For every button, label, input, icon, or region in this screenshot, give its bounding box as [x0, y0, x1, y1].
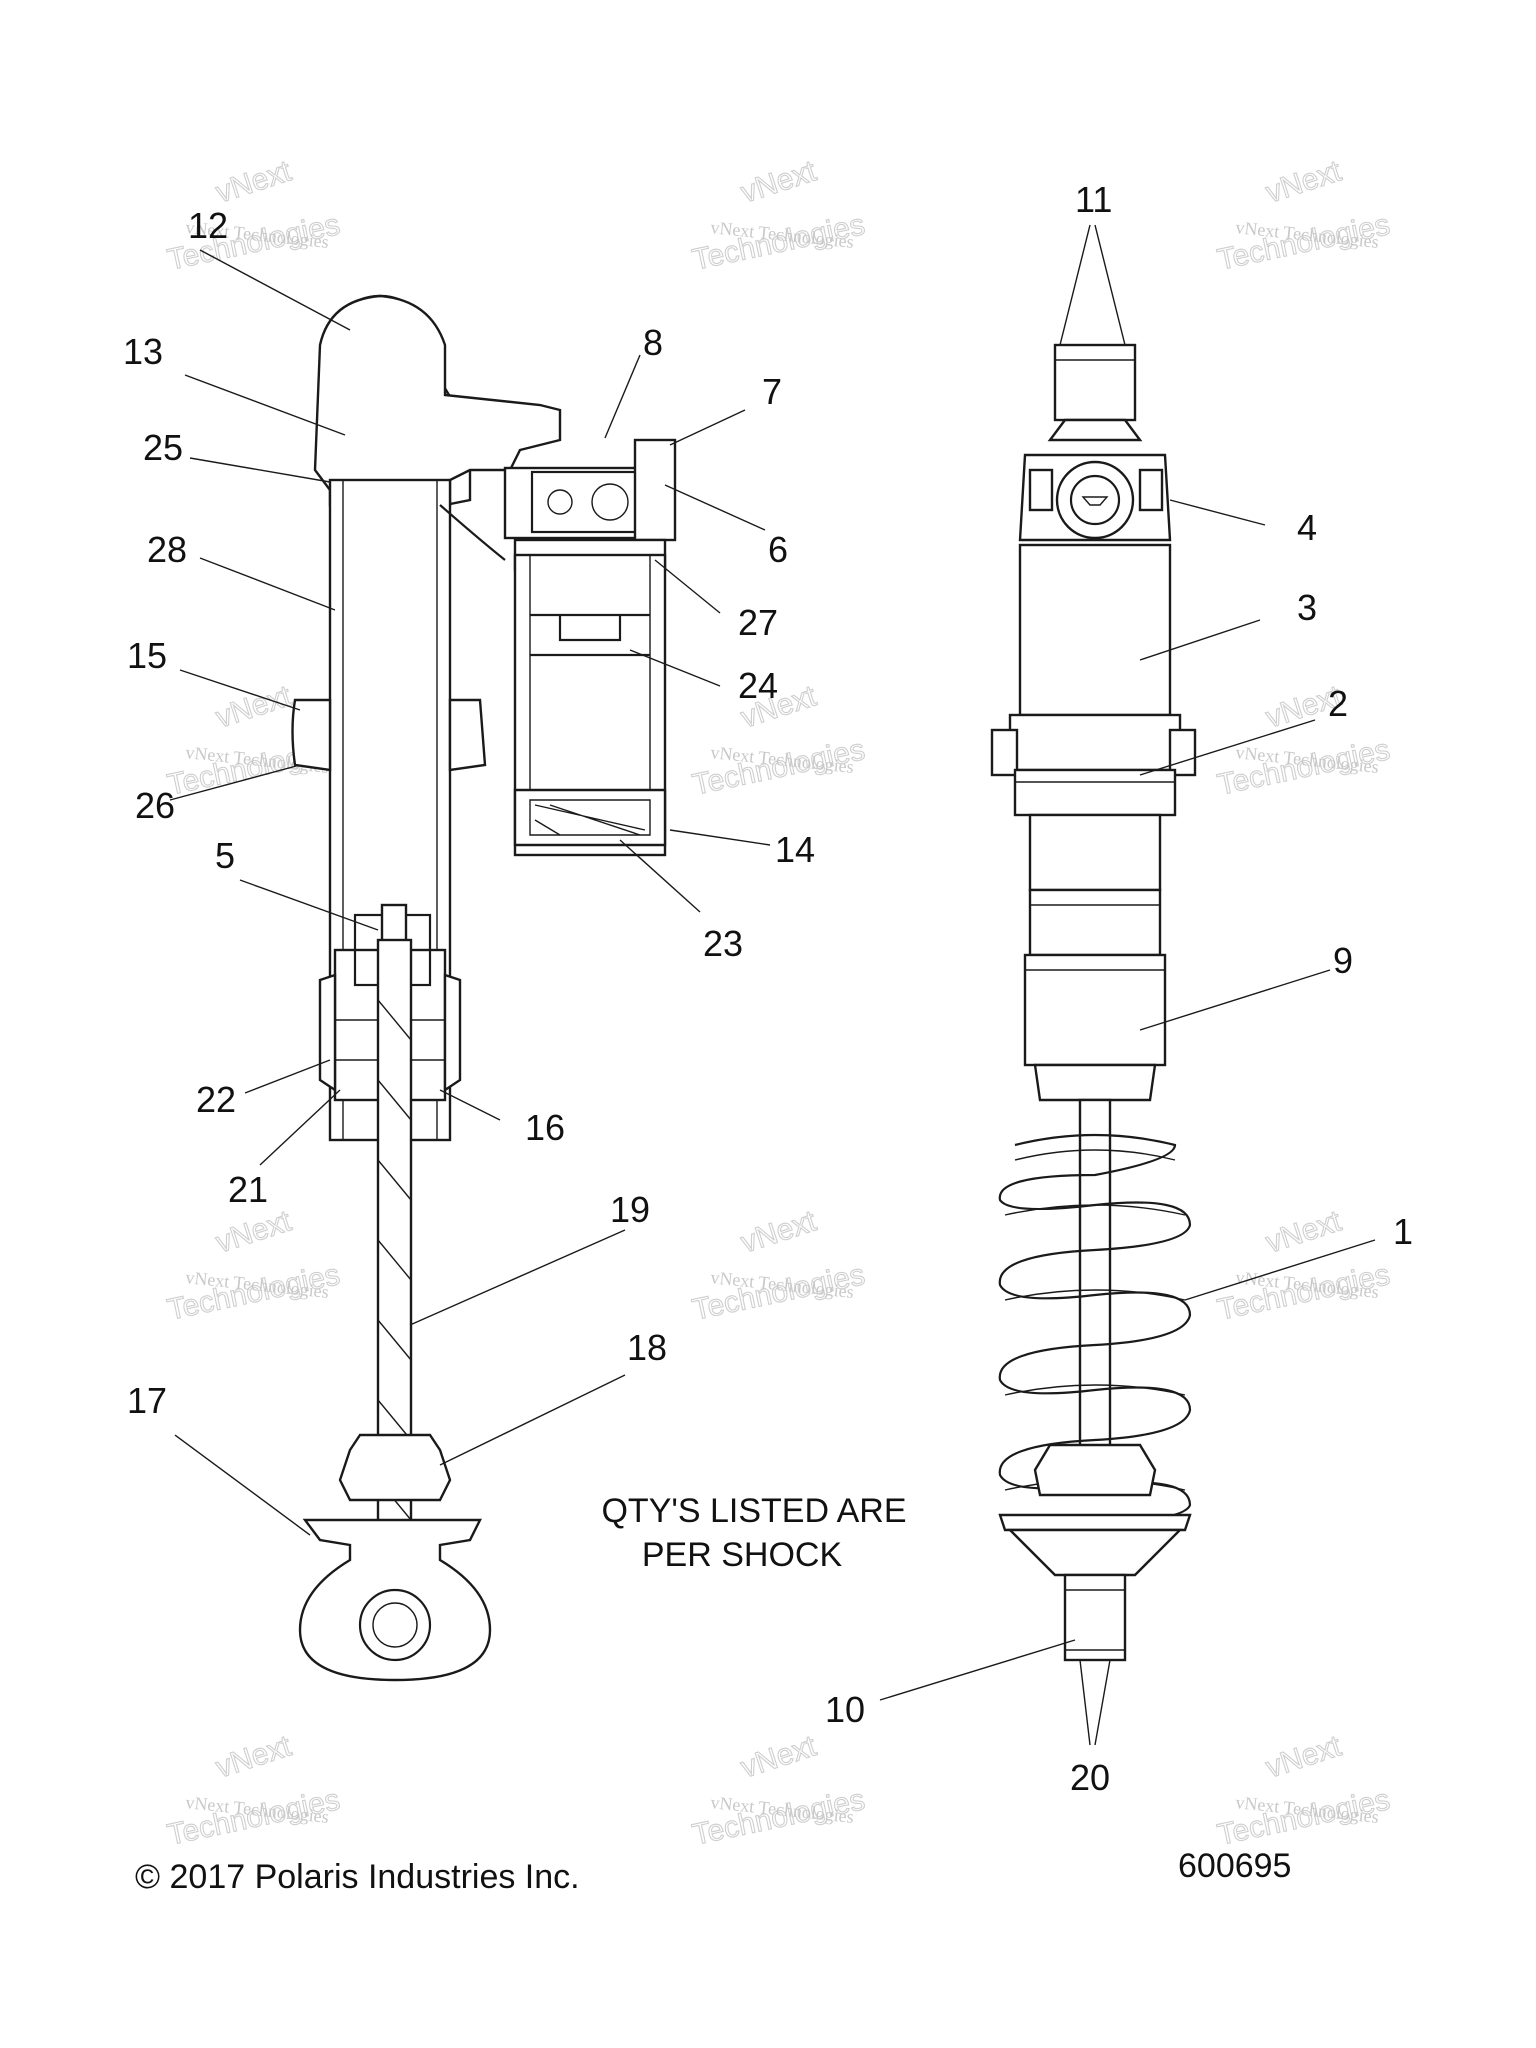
callout-16: 16 [525, 1107, 565, 1148]
callout-17: 17 [127, 1380, 167, 1421]
callout-27: 27 [738, 602, 778, 643]
callout-18: 18 [627, 1327, 667, 1368]
callout-25: 25 [143, 427, 183, 468]
callout-28: 28 [147, 529, 187, 570]
watermark-brand: vNext [1262, 1204, 1346, 1259]
callout-12: 12 [188, 205, 228, 246]
quantity-note-line1: QTY'S LISTED ARE [601, 1492, 906, 1530]
watermark-brand: vNext [212, 679, 296, 734]
cutaway-shock-drawing [291, 294, 677, 1682]
callout-19: 19 [610, 1189, 650, 1230]
callout-14: 14 [775, 829, 815, 870]
callout-2: 2 [1328, 683, 1348, 724]
callout-6: 6 [768, 529, 788, 570]
callout-23: 23 [703, 923, 743, 964]
callout-11: 11 [1075, 179, 1112, 220]
quantity-note-line2: PER SHOCK [642, 1536, 843, 1574]
callout-1: 1 [1393, 1211, 1413, 1252]
leader-lines [169, 224, 1376, 1746]
watermark-brand: vNext [1262, 1729, 1346, 1784]
callout-8: 8 [643, 322, 663, 363]
watermark-brand: vNext [737, 154, 821, 209]
callout-labels: 12 13 25 28 15 26 5 22 21 17 8 7 6 27 24… [123, 179, 1413, 1798]
callout-7: 7 [762, 371, 782, 412]
callout-26: 26 [135, 785, 175, 826]
callout-4: 4 [1297, 507, 1317, 548]
callout-15: 15 [127, 635, 167, 676]
spring-coils [998, 1133, 1192, 1527]
callout-13: 13 [123, 331, 163, 372]
drawing-number: 600695 [1178, 1847, 1291, 1885]
callout-20: 20 [1070, 1757, 1110, 1798]
callout-9: 9 [1333, 940, 1353, 981]
watermark-brand: vNext [737, 1729, 821, 1784]
watermark-brand: vNext [737, 1204, 821, 1259]
watermark-brand: vNext [212, 154, 296, 209]
callout-22: 22 [196, 1079, 236, 1120]
copyright-text: © 2017 Polaris Industries Inc. [135, 1858, 580, 1896]
watermark-brand: vNext [212, 1729, 296, 1784]
watermark-brand: vNext [212, 1204, 296, 1259]
callout-5: 5 [215, 835, 235, 876]
callout-21: 21 [228, 1169, 268, 1210]
callout-10: 10 [825, 1689, 865, 1730]
assembled-shock-drawing [990, 343, 1197, 1662]
callout-24: 24 [738, 665, 778, 706]
watermark-brand: vNext [1262, 154, 1346, 209]
callout-3: 3 [1297, 587, 1317, 628]
